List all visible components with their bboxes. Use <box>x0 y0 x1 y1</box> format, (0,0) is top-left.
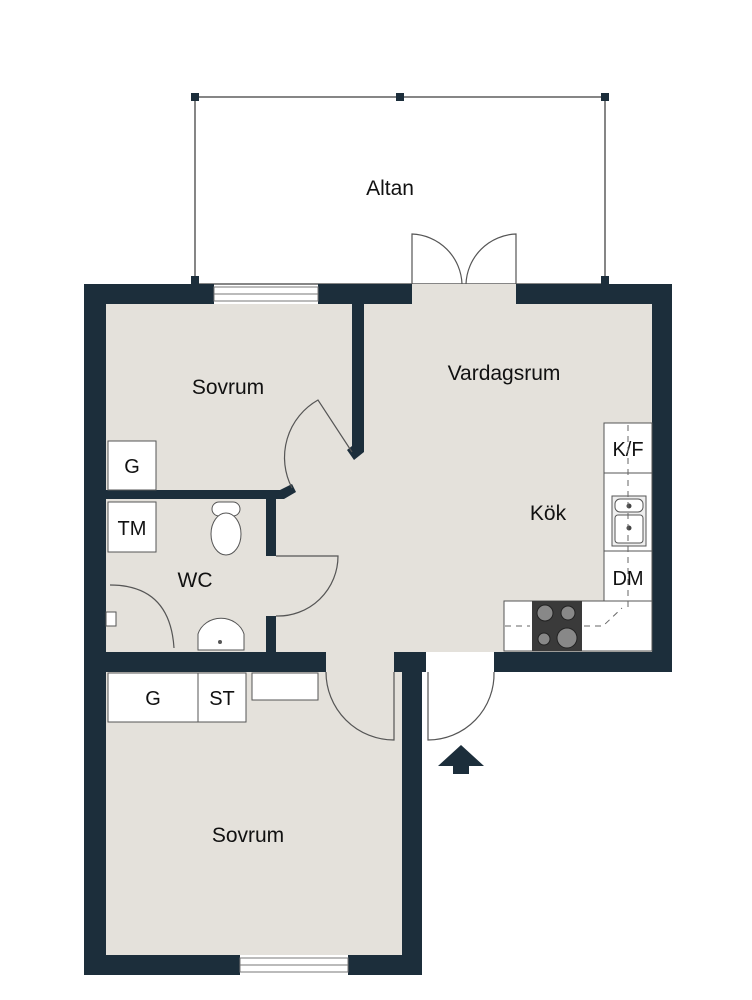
room-label-wc: WC <box>178 569 213 592</box>
room-label-upper-bedroom: Sovrum <box>192 376 264 399</box>
window-top <box>213 286 319 302</box>
storage-cabinet <box>197 672 247 723</box>
washbasin-icon <box>197 617 245 651</box>
floor-main <box>106 304 652 652</box>
door-wc <box>275 555 339 617</box>
entrance-door <box>427 671 495 741</box>
room-label-lower-bedroom: Sovrum <box>212 824 284 847</box>
room-label-living-room: Vardagsrum <box>448 362 561 385</box>
shower-curtain-icon <box>105 584 175 649</box>
entrance-arrow-icon <box>438 745 484 774</box>
stove-icon <box>532 601 582 651</box>
wardrobe-upper-label: G <box>124 456 140 478</box>
door-lower-bedroom <box>325 671 395 741</box>
shelf <box>251 672 319 701</box>
balcony-double-door <box>411 233 517 285</box>
walls <box>84 284 672 975</box>
floor-balcony-door <box>412 284 516 304</box>
room-label-altan: Altan <box>366 177 414 200</box>
storage-cabinet-label: ST <box>209 688 235 710</box>
washing-machine-label: TM <box>118 518 147 540</box>
wardrobe-upper <box>107 440 157 491</box>
window-bottom <box>239 957 349 973</box>
washing-machine-cabinet <box>107 501 157 553</box>
sink-icon <box>611 495 647 547</box>
room-label-kitchen: Kök <box>530 502 567 525</box>
wardrobe-lower-label: G <box>145 688 161 710</box>
wardrobe-lower <box>107 672 199 723</box>
door-upper-bedroom <box>283 399 353 489</box>
floor-door-gap <box>326 652 394 672</box>
toilet-icon <box>210 501 242 556</box>
